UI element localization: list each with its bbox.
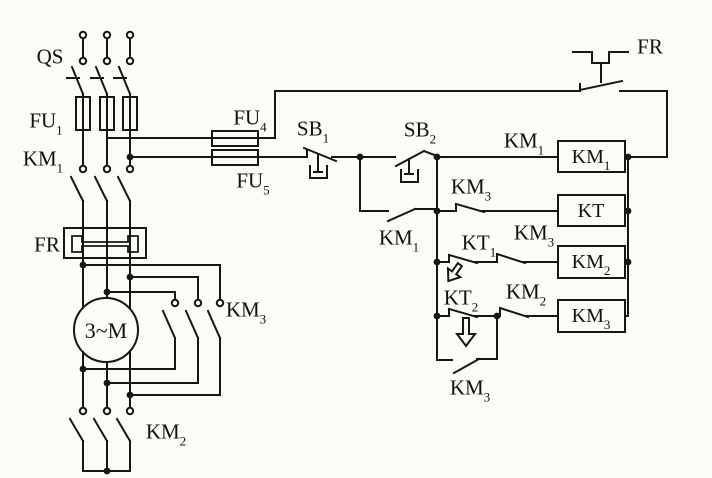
kt-coil [557, 194, 626, 227]
sb1-button [302, 146, 396, 179]
km3-contacts [82, 264, 225, 396]
qs-switch [66, 65, 132, 96]
junction-dots [79, 153, 632, 475]
km3-coil [557, 299, 626, 333]
supply-terminals [78, 30, 135, 66]
km3-selfhold-contact [436, 315, 498, 375]
motor-lower-wiring [82, 350, 221, 409]
km2-coil [557, 245, 626, 279]
fu1-fuses [75, 93, 138, 167]
kt2-delay-arrow [455, 317, 477, 348]
fr-nc-contact [572, 51, 629, 92]
km1-main-contacts [69, 164, 135, 203]
km2-contacts [68, 406, 135, 472]
control-right-bus [619, 90, 668, 317]
fu4-fuse [106, 90, 579, 147]
rung-km3 [436, 306, 559, 348]
km1-coil [557, 140, 626, 173]
fu5-fuse [129, 149, 306, 166]
km1-selfhold-contact [359, 156, 438, 223]
rung-km2 [436, 252, 559, 283]
rung-kt [436, 202, 559, 214]
kt1-delay-arrow [446, 261, 464, 283]
sb2-button [394, 149, 439, 183]
